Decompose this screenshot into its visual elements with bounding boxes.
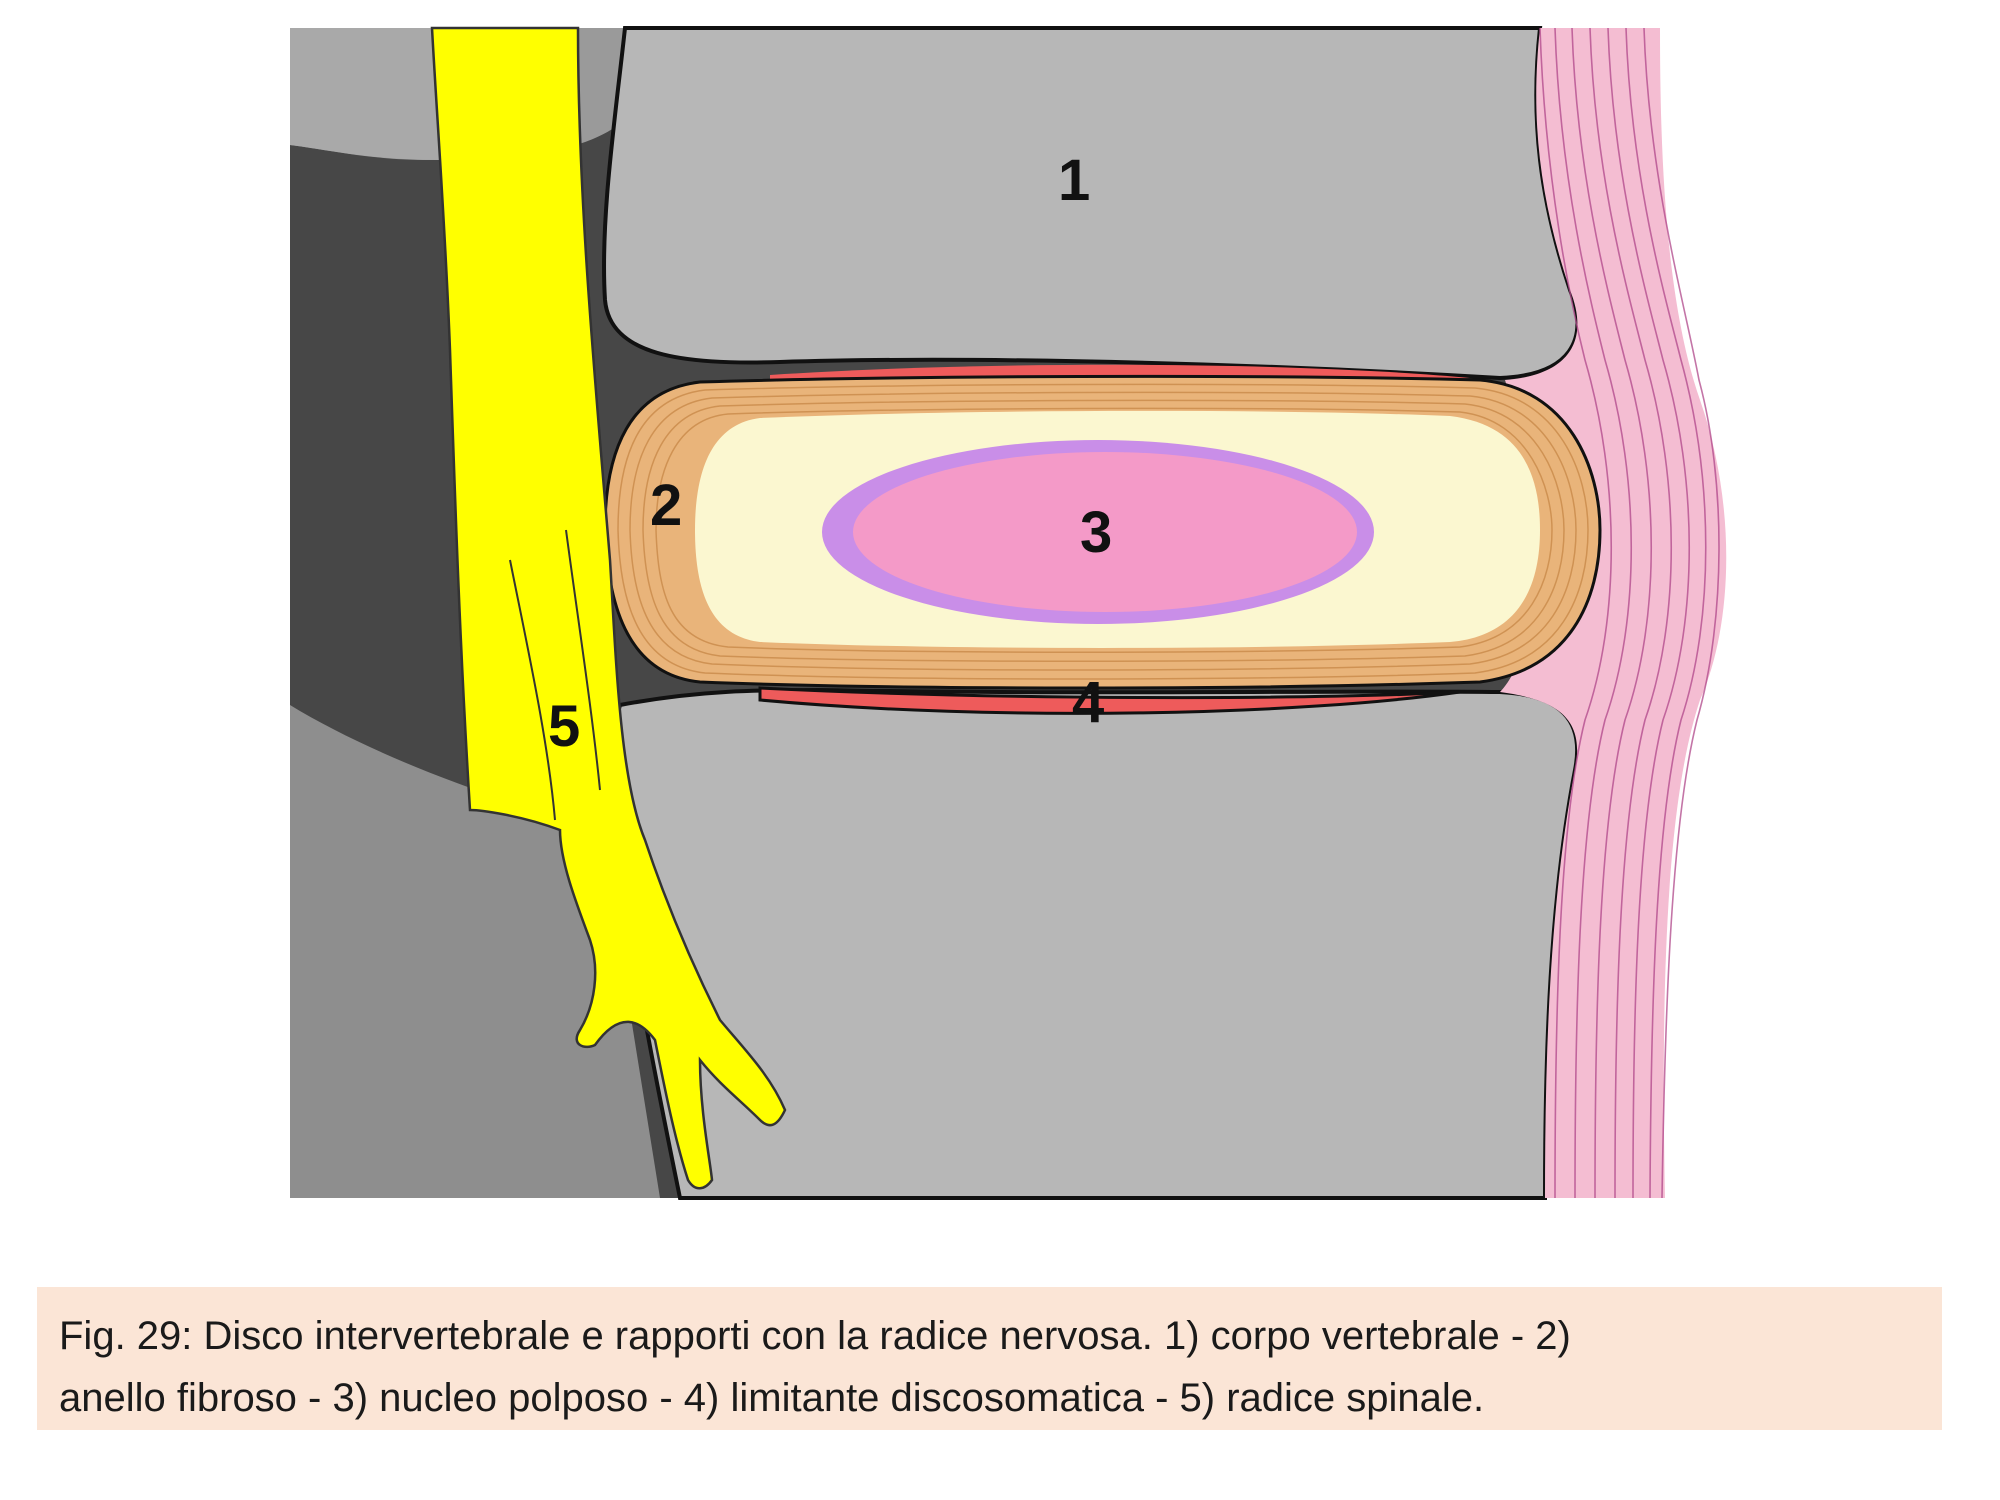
- figure-caption: Fig. 29: Disco intervertebrale e rapport…: [37, 1287, 1942, 1430]
- nerve-root: [430, 26, 787, 1190]
- label-annulus: 2: [650, 473, 682, 538]
- posterior-element-upper-shade: [290, 28, 440, 160]
- anterior-ligament: [1500, 28, 1727, 1198]
- label-root: 5: [548, 694, 580, 759]
- label-nucleus: 3: [1080, 500, 1112, 565]
- caption-text: Fig. 29: Disco intervertebrale e rapport…: [59, 1314, 1571, 1420]
- nerve-fascicle-lines: [509, 529, 601, 821]
- upper-vertebral-body: [602, 26, 1580, 381]
- lower-vertebral-body: [610, 687, 1580, 1200]
- ligament-fibers: [1539, 27, 1720, 1199]
- annulus-lamellae: [617, 383, 1589, 680]
- lower-endplate: [758, 686, 1461, 715]
- nucleus-pulposus: [853, 452, 1357, 612]
- label-vertebral-body: 1: [1058, 148, 1090, 213]
- label-endplate: 4: [1072, 670, 1104, 735]
